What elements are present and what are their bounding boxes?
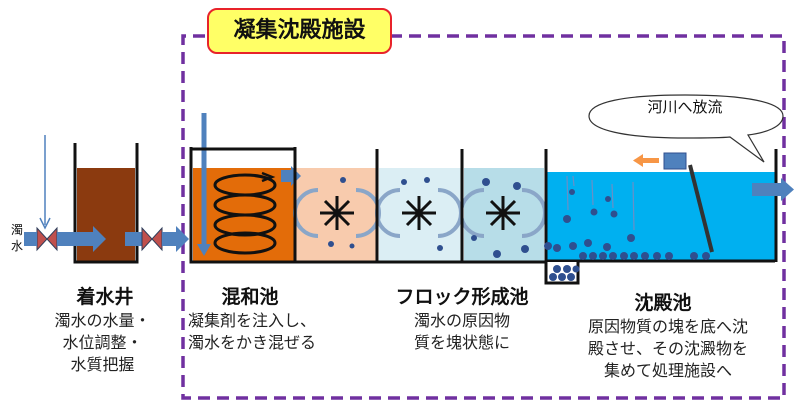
stage-title-receiving-well: 着水井 (76, 286, 134, 308)
stage-desc-line: 濁水の水量・ (54, 311, 151, 330)
receiving-well-walls (73, 143, 139, 264)
stage-title-floc-tank: フロック形成池 (395, 286, 529, 308)
stage-title-mixing-tank: 混和池 (221, 286, 279, 308)
stage-desc-line: 濁水の原因物 (413, 311, 510, 330)
inflow-label-line-1: 濁 (10, 223, 23, 237)
inflow-label-line-2: 水 (10, 239, 23, 253)
scraper-direction-arrow (633, 154, 659, 167)
scraper-arm (688, 164, 714, 253)
scraper-drive-box (663, 152, 687, 170)
stage-desc-line: 凝集剤を注入し、 (188, 311, 317, 330)
stage-desc-line: 原因物質の塊を底へ沈 (587, 317, 748, 336)
mixer-coil-icon (213, 171, 277, 255)
coagulant-inlet-arrowhead (197, 244, 211, 256)
stage-desc-mixing-tank: 凝集剤を注入し、 濁水をかき混ぜる (188, 310, 358, 354)
stage-desc-line: 質を塊状態に (413, 333, 510, 352)
settling-tank-water (547, 172, 775, 261)
discharge-arrow (752, 178, 794, 201)
receiving-well-water (77, 168, 135, 261)
stage-desc-floc-tank: 濁水の原因物 質を塊状態に (382, 310, 542, 354)
stage-desc-line: 殿させ、その沈澱物を (587, 339, 748, 358)
inflow-pipe-arrow (24, 226, 106, 252)
stage-desc-line: 水位調整・ (62, 333, 143, 352)
inflow-label: 濁 水 (10, 222, 24, 254)
discharge-callout-bubble (588, 94, 784, 163)
stage-title-settling-tank: 沈殿池 (634, 292, 692, 314)
inflow-valve-icon (36, 226, 58, 252)
inflow-arrowhead (39, 217, 51, 230)
transfer-pipe-arrow (125, 226, 189, 252)
facility-frame (181, 34, 786, 400)
stage-desc-receiving-well: 濁水の水量・ 水位調整・ 水質把握 (20, 310, 185, 376)
settling-streaks (566, 175, 635, 231)
mixing-tank-walls (189, 147, 297, 264)
stage-desc-line: 濁水をかき混ぜる (188, 333, 317, 352)
stage-desc-line: 水質把握 (70, 355, 135, 374)
sludge-particles (544, 189, 710, 281)
facility-title: 凝集沈殿施設 (207, 8, 392, 54)
discharge-label: 河川へ放流 (647, 98, 723, 116)
floc-particles (328, 177, 529, 258)
stage-desc-settling-tank: 原因物質の塊を底へ沈 殿させ、その沈澱物を 集めて処理施設へ (556, 316, 780, 382)
stage-desc-line: 集めて処理施設へ (603, 361, 732, 380)
